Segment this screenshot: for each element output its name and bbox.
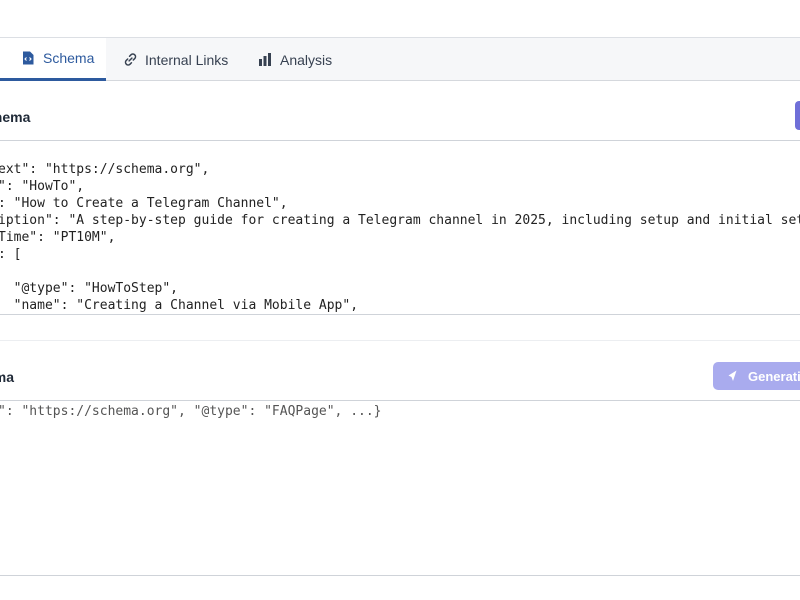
divider: [0, 314, 800, 315]
code-line: : [: [0, 247, 22, 262]
schema-section-title: chema: [0, 109, 31, 125]
tab-analysis[interactable]: Analysis: [257, 38, 332, 81]
tab-label: Internal Links: [145, 51, 229, 68]
code-file-icon: [20, 50, 36, 66]
faq-section-title: ema: [0, 369, 15, 385]
code-line: Time": "PT10M",: [0, 230, 116, 245]
tab-internal-links[interactable]: Internal Links: [122, 38, 228, 81]
top-bar: [0, 0, 800, 38]
code-line: "name": "Creating a Channel via Mobile A…: [0, 298, 359, 313]
generate-button[interactable]: Generating: [713, 362, 800, 390]
code-line: "@type": "HowToStep",: [0, 281, 179, 296]
tab-schema[interactable]: Schema: [0, 38, 106, 81]
faq-schema-input[interactable]: ": "https://schema.org", "@type": "FAQPa…: [0, 404, 382, 419]
bar-chart-icon: [257, 52, 273, 68]
generate-label: Generating: [748, 368, 800, 384]
link-icon: [122, 52, 138, 68]
code-line: iption": "A step-by-step guide for creat…: [0, 213, 800, 228]
divider: [0, 140, 800, 141]
code-line: ": "HowTo",: [0, 179, 85, 194]
tab-label: Schema: [43, 50, 95, 66]
sparkle-icon: [727, 370, 739, 382]
divider: [0, 400, 800, 401]
code-line: : "How to Create a Telegram Channel",: [0, 196, 288, 211]
code-line: ext": "https://schema.org",: [0, 162, 210, 177]
tab-bar: Schema Internal Links Analysis: [0, 38, 800, 81]
tab-label: Analysis: [280, 51, 333, 68]
schema-code-editor[interactable]: ext": "https://schema.org", ": "HowTo", …: [0, 150, 800, 314]
divider: [0, 575, 800, 576]
section-separator: [0, 340, 800, 341]
copy-schema-button[interactable]: [795, 101, 800, 130]
